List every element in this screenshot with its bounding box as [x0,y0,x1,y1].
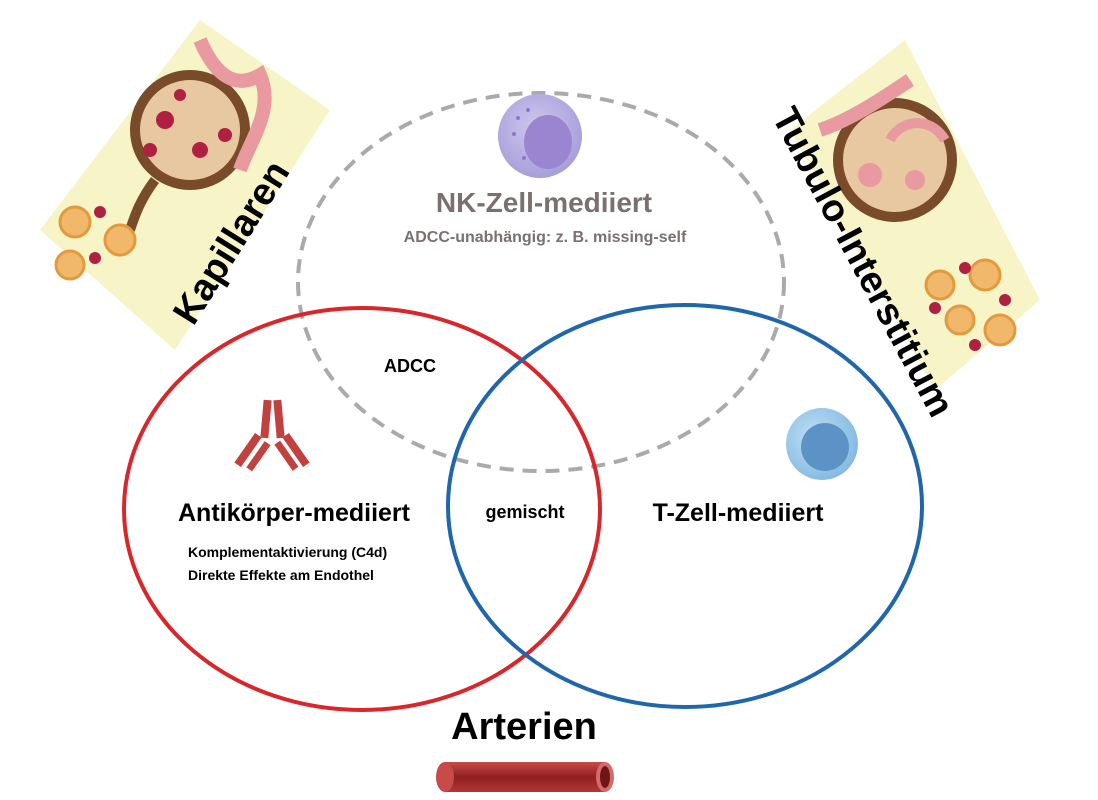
mixed-label: gemischt [485,502,564,522]
nk-subtitle: ADCC-unabhängig: z. B. missing-self [404,229,687,246]
antibody-title: Antikörper-mediiert [178,499,411,527]
adcc-label: ADCC [384,356,436,376]
antibody-icon [234,399,310,472]
arterien-label: Arterien [451,706,597,748]
artery-icon [436,762,614,792]
nk-cell-circle [296,91,786,473]
antibody-circle [122,306,602,712]
kidney-tubulointerstitium-illustration [790,40,1040,390]
nk-title: NK-Zell-mediiert [436,187,652,218]
tcell-title: T-Zell-mediiert [653,499,825,527]
antibody-line2: Direkte Effekte am Endothel [188,567,374,583]
antibody-line1: Komplementaktivierung (C4d) [188,544,387,560]
nk-cell-icon [498,94,582,178]
tcell-circle [446,303,924,709]
kidney-capillaries-illustration [40,20,330,350]
t-cell-icon [786,408,858,480]
